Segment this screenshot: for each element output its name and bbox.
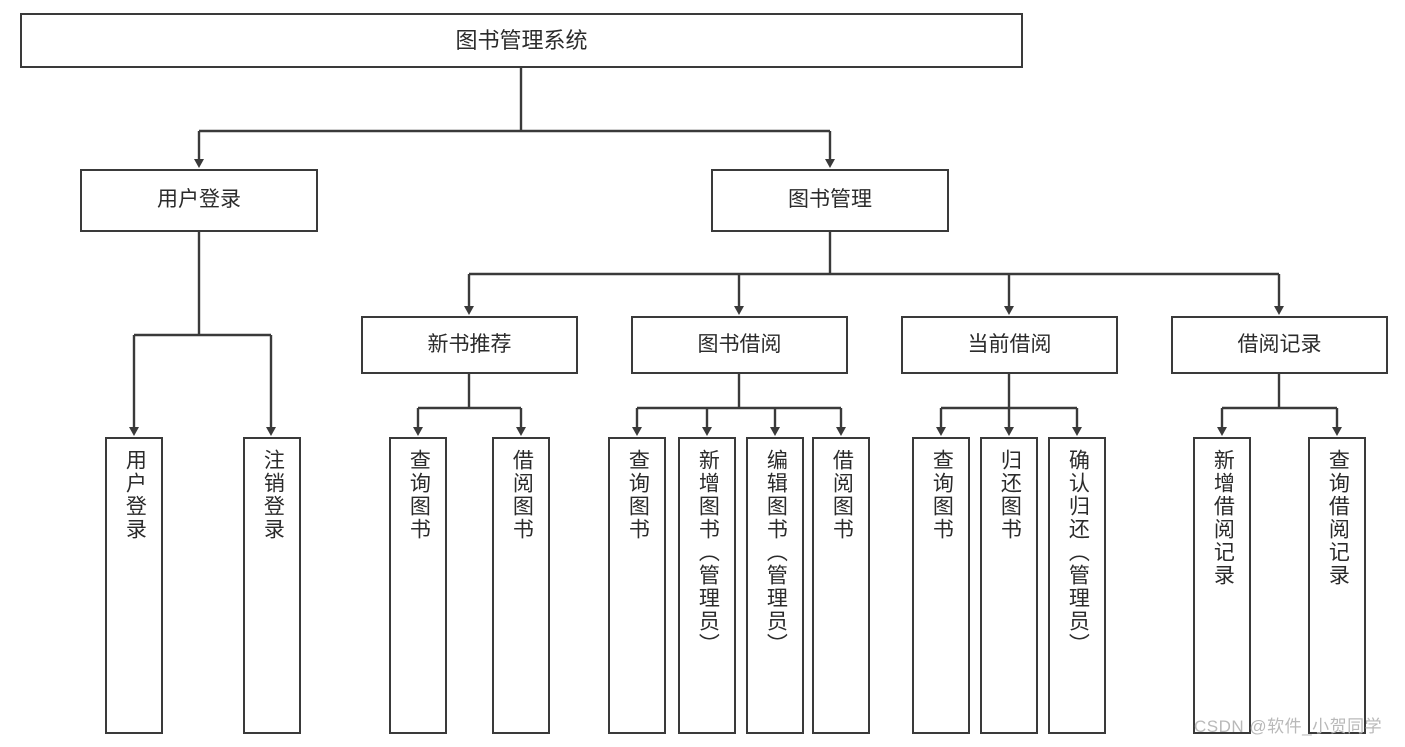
- node-label: 查询图书: [930, 449, 954, 541]
- leaf-current-query-book[interactable]: 查询图书: [912, 437, 970, 734]
- leaf-user-login-login[interactable]: 用户登录: [105, 437, 163, 734]
- node-label: 用户登录: [157, 188, 241, 212]
- node-label: 图书借阅: [697, 332, 782, 356]
- node-label: 用户登录: [123, 449, 147, 541]
- leaf-borrow-edit-book[interactable]: 编辑图书（管理员）: [746, 437, 804, 734]
- node-book-borrow[interactable]: 图书借阅: [631, 316, 848, 374]
- node-label: 编辑图书（管理员）: [764, 449, 788, 656]
- leaf-borrow-borrow-book[interactable]: 借阅图书: [812, 437, 870, 734]
- node-label: 查询图书: [626, 449, 650, 541]
- leaf-current-confirm-return[interactable]: 确认归还（管理员）: [1048, 437, 1106, 734]
- node-new-book-recommend[interactable]: 新书推荐: [361, 316, 578, 374]
- node-current-borrow[interactable]: 当前借阅: [901, 316, 1118, 374]
- node-label: 借阅记录: [1237, 332, 1322, 356]
- node-label: 确认归还（管理员）: [1066, 449, 1090, 656]
- node-book-management[interactable]: 图书管理: [711, 169, 949, 232]
- leaf-borrow-add-book[interactable]: 新增图书（管理员）: [678, 437, 736, 734]
- leaf-recommend-query-book[interactable]: 查询图书: [389, 437, 447, 734]
- node-label: 查询借阅记录: [1326, 449, 1350, 587]
- node-root-system[interactable]: 图书管理系统: [20, 13, 1023, 68]
- node-label: 借阅图书: [510, 449, 534, 541]
- csdn-watermark: CSDN @软件_小贺同学: [1194, 717, 1383, 736]
- node-label: 借阅图书: [830, 449, 854, 541]
- node-label: 查询图书: [407, 449, 431, 541]
- leaf-recommend-borrow-book[interactable]: 借阅图书: [492, 437, 550, 734]
- node-label: 新书推荐: [427, 332, 512, 356]
- node-label: 当前借阅: [967, 332, 1052, 356]
- leaf-record-query-record[interactable]: 查询借阅记录: [1308, 437, 1366, 734]
- leaf-record-add-record[interactable]: 新增借阅记录: [1193, 437, 1251, 734]
- node-label: 注销登录: [261, 449, 285, 541]
- leaf-user-login-logout[interactable]: 注销登录: [243, 437, 301, 734]
- node-user-login[interactable]: 用户登录: [80, 169, 318, 232]
- leaf-current-return-book[interactable]: 归还图书: [980, 437, 1038, 734]
- node-label: 新增借阅记录: [1211, 449, 1235, 587]
- node-label: 图书管理系统: [455, 27, 588, 53]
- node-borrow-record[interactable]: 借阅记录: [1171, 316, 1388, 374]
- leaf-borrow-query-book[interactable]: 查询图书: [608, 437, 666, 734]
- node-label: 新增图书（管理员）: [696, 449, 720, 656]
- node-label: 图书管理: [788, 188, 872, 212]
- node-label: 归还图书: [998, 449, 1022, 541]
